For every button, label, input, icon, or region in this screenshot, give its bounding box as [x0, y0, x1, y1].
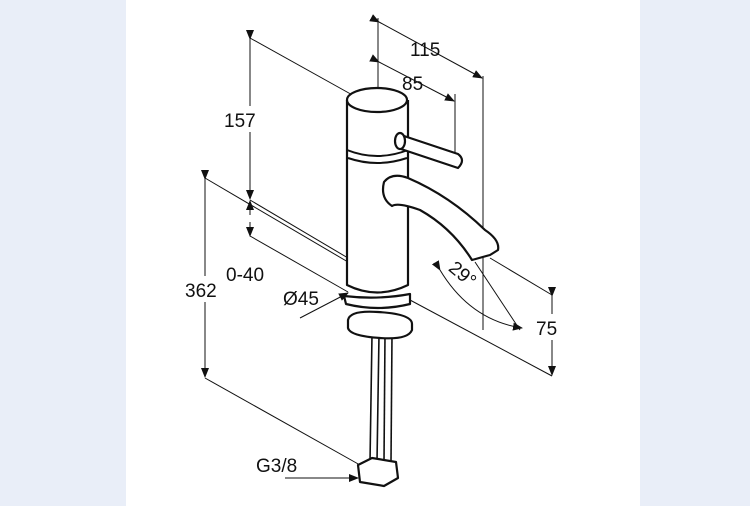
dim-115: 115 — [410, 40, 440, 61]
dim-362: 362 — [185, 281, 217, 302]
dim-g3-8: G3/8 — [256, 456, 297, 477]
dim-157: 157 — [224, 111, 256, 132]
dim-0-40: 0-40 — [226, 265, 264, 286]
spout — [381, 174, 500, 262]
supply-hoses — [369, 334, 393, 463]
dim-diameter-45: Ø45 — [283, 289, 319, 310]
connection-nut — [356, 456, 400, 488]
dimension-labels: 115 85 157 0-40 362 Ø45 29° 75 G3/8 — [183, 40, 570, 477]
dim-75: 75 — [536, 319, 557, 340]
faucet-body — [345, 100, 410, 294]
dim-angle-29: 29° — [444, 257, 480, 292]
mounting-plate — [346, 310, 414, 340]
dim-85: 85 — [402, 74, 423, 95]
lever — [396, 132, 464, 170]
faucet — [342, 86, 500, 488]
